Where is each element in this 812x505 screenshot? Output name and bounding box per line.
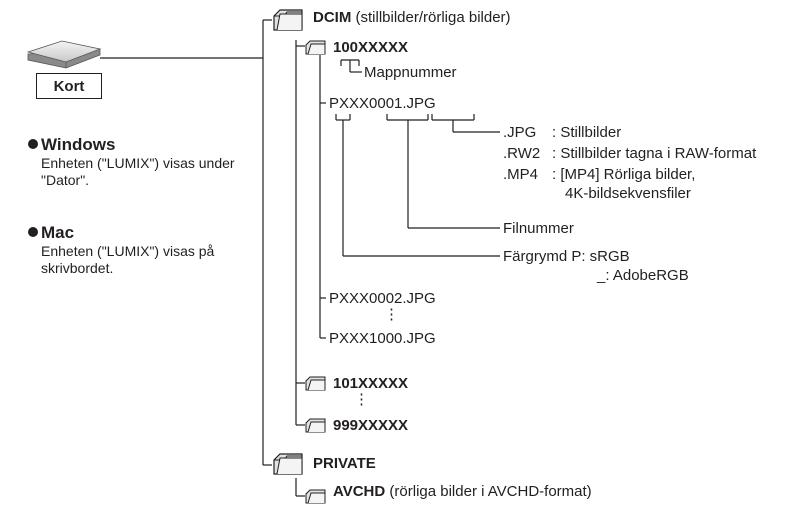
vertical-ellipsis: ⋮ [354, 391, 369, 408]
dcim-folder: DCIM (stillbilder/rörliga bilder) [313, 10, 511, 25]
folder-999-name: 999XXXXX [333, 417, 409, 434]
avchd-folder: AVCHD (rörliga bilder i AVCHD-format) [333, 484, 592, 499]
folder-icon [305, 40, 326, 55]
dcim-folder-description: (stillbilder/rörliga bilder) [355, 9, 511, 26]
color-space-label: Färgrymd P: sRGB [503, 248, 630, 265]
ext-jpg: .JPG [503, 124, 537, 141]
folder-number-label: Mappnummer [364, 64, 457, 81]
file-first: PXXX0001.JPG [329, 95, 436, 112]
windows-heading: Windows [28, 136, 115, 153]
ext-mp4-desc: : [MP4] Rörliga bilder, [552, 166, 696, 183]
color-space-alt-label: _: AdobeRGB [597, 267, 689, 284]
ext-jpg-desc: : Stillbilder [552, 124, 622, 141]
ext-mp4-desc-cont: 4K-bildsekvensfiler [565, 185, 691, 202]
folder-icon [305, 376, 326, 391]
folder-icon [273, 453, 303, 475]
windows-description: Enheten ("LUMIX") visas under "Dator". [41, 155, 235, 188]
folder-icon [305, 489, 326, 504]
avchd-folder-name: AVCHD [333, 483, 386, 500]
bullet-icon [28, 139, 38, 149]
private-folder-name: PRIVATE [313, 455, 376, 472]
folder-101-name: 101XXXXX [333, 375, 409, 392]
mac-description: Enheten ("LUMIX") visas på skrivbordet. [41, 243, 215, 276]
card-label-box: Kort [36, 73, 102, 99]
folder-100-name: 100XXXXX [333, 39, 409, 56]
ext-mp4: .MP4 [503, 166, 539, 183]
file-number-label: Filnummer [503, 220, 574, 237]
card-label: Kort [53, 77, 85, 95]
dcim-folder-name: DCIM [313, 9, 352, 26]
avchd-folder-description: (rörliga bilder i AVCHD-format) [389, 483, 592, 500]
vertical-ellipsis: ⋮ [384, 306, 399, 323]
mac-heading: Mac [28, 224, 74, 241]
folder-icon [273, 9, 303, 31]
file-second: PXXX0002.JPG [329, 290, 436, 307]
memory-card-icon [26, 40, 102, 69]
file-last: PXXX1000.JPG [329, 330, 436, 347]
ext-rw2-desc: : Stillbilder tagna i RAW-format [552, 145, 757, 162]
folder-icon [305, 418, 326, 433]
bullet-icon [28, 227, 38, 237]
ext-rw2: .RW2 [503, 145, 541, 162]
